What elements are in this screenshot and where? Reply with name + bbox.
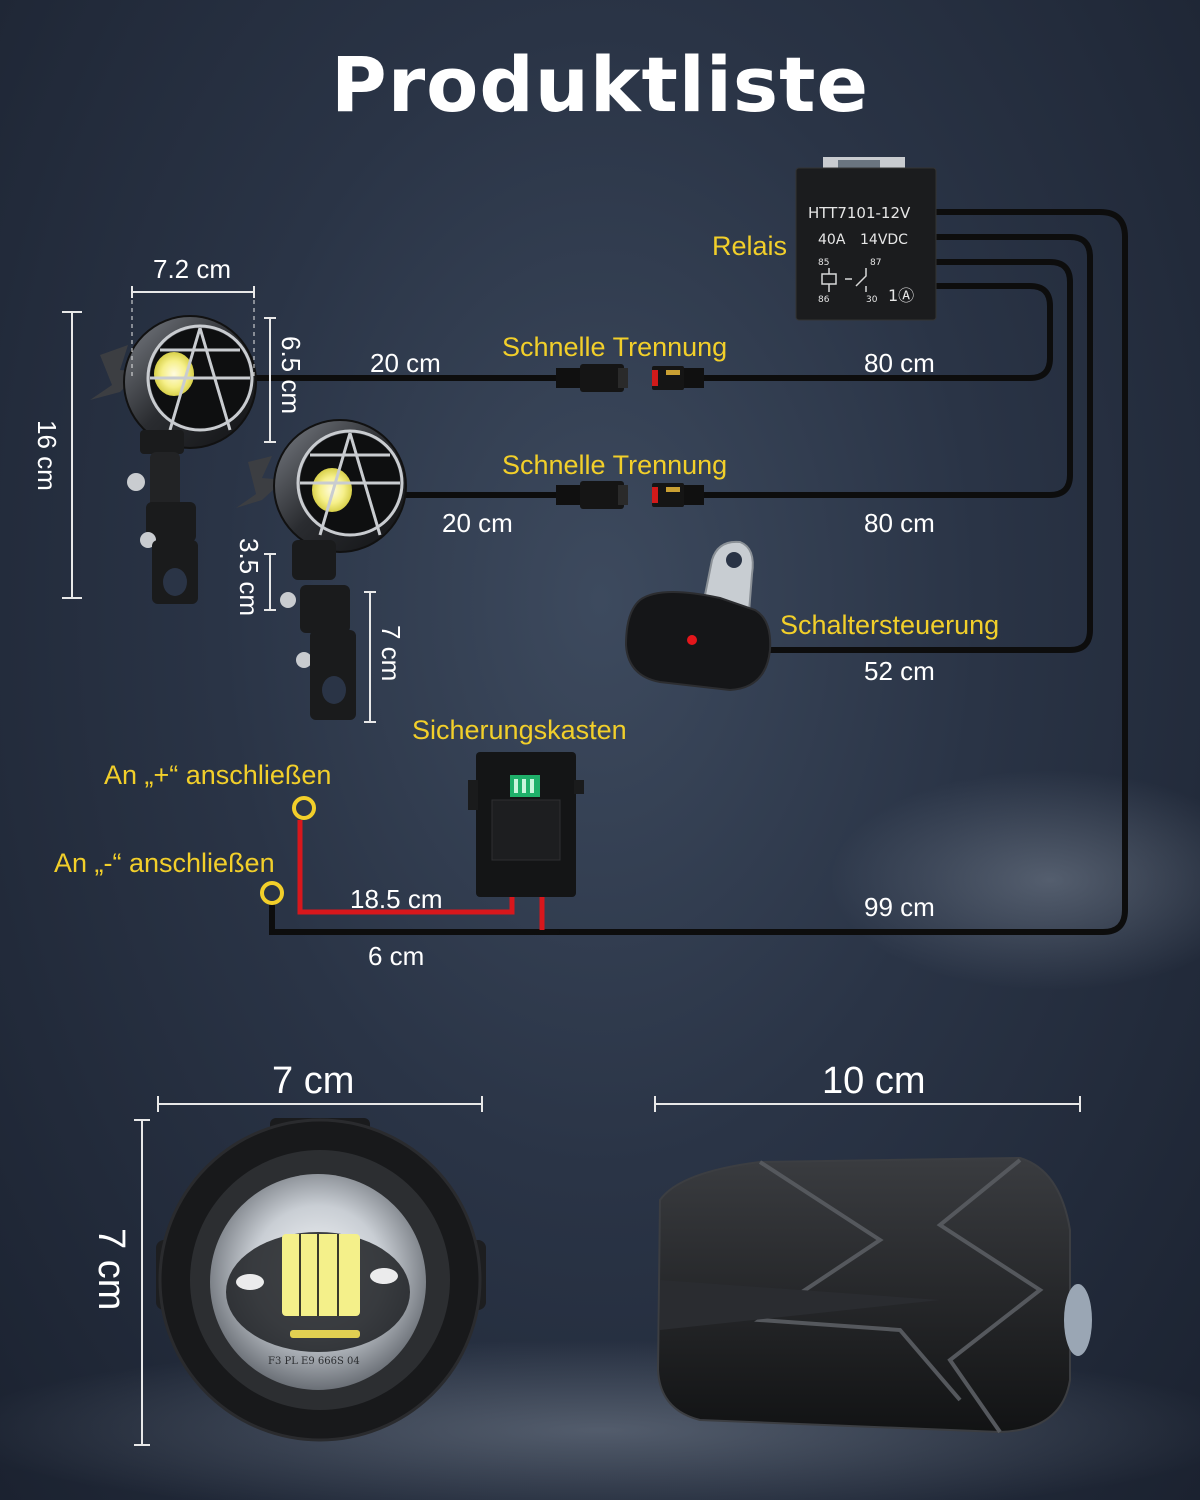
relay-pin-30: 30 <box>866 295 878 305</box>
relay-pin-87: 87 <box>870 258 882 268</box>
cable-length-switch: 52 cm <box>864 656 935 686</box>
lamp-width-label: 7.2 cm <box>153 254 232 284</box>
positive-terminal-label: An „+“ anschließen <box>104 760 332 790</box>
relay <box>795 157 937 321</box>
front-view-lamp <box>156 1118 486 1442</box>
lamp-head-height-label: 6.5 cm <box>276 336 306 415</box>
cable-length-lamp2-long: 80 cm <box>864 508 935 538</box>
fuse-box <box>468 752 584 897</box>
cable-length-lamp1-short: 20 cm <box>370 348 441 378</box>
front-height-label: 7 cm <box>90 1228 132 1311</box>
page-title: Produktliste <box>331 40 869 129</box>
relay-pin-85: 85 <box>818 258 830 268</box>
red-wires <box>297 820 545 930</box>
relay-rating-v: 14VDC <box>860 232 908 248</box>
relay-model: HTT7101-12V <box>808 204 911 222</box>
front-width-label: 7 cm <box>272 1060 355 1102</box>
side-length-label: 10 cm <box>822 1060 926 1102</box>
cable-length-lamp2-short: 20 cm <box>442 508 513 538</box>
switch-label: Schaltersteuerung <box>780 610 1000 640</box>
black-wires <box>247 209 1128 935</box>
negative-terminal-label: An „-“ anschließen <box>54 848 275 878</box>
cable-length-black: 6 cm <box>368 941 425 971</box>
positive-terminal-icon <box>292 796 316 820</box>
negative-terminal-icon <box>260 881 284 905</box>
relay-pin-86: 86 <box>818 295 830 305</box>
quick-disconnect-label-2: Schnelle Trennung <box>502 450 728 480</box>
dimension-lines-side <box>654 1096 1081 1112</box>
fuse-box-label: Sicherungskasten <box>412 715 627 745</box>
rocker-switch <box>624 540 772 692</box>
cable-length-red: 18.5 cm <box>350 884 443 914</box>
lamp-total-height-label: 16 cm <box>32 420 62 491</box>
fog-lamp-2 <box>236 419 407 720</box>
cable-length-main: 99 cm <box>864 892 935 922</box>
relay-rating-a: 40A <box>818 232 846 248</box>
fog-lamp-1 <box>90 315 257 604</box>
dimension-lines-top <box>62 286 376 723</box>
cable-length-lamp1-long: 80 cm <box>864 348 935 378</box>
relay-circuit-mark: 1Ⓐ <box>888 286 915 305</box>
side-view-lamp <box>656 1156 1092 1434</box>
connector-1 <box>556 364 704 392</box>
relay-label: Relais <box>712 231 788 261</box>
bracket-height-label: 7 cm <box>376 625 406 682</box>
fog-effect <box>830 770 1200 990</box>
lens-markings: F3 PL E9 666S 04 <box>268 1356 360 1367</box>
connector-2 <box>556 481 704 509</box>
quick-disconnect-label-1: Schnelle Trennung <box>502 332 728 362</box>
bracket-gap-label: 3.5 cm <box>234 538 264 617</box>
dimension-lines-front <box>134 1096 483 1446</box>
